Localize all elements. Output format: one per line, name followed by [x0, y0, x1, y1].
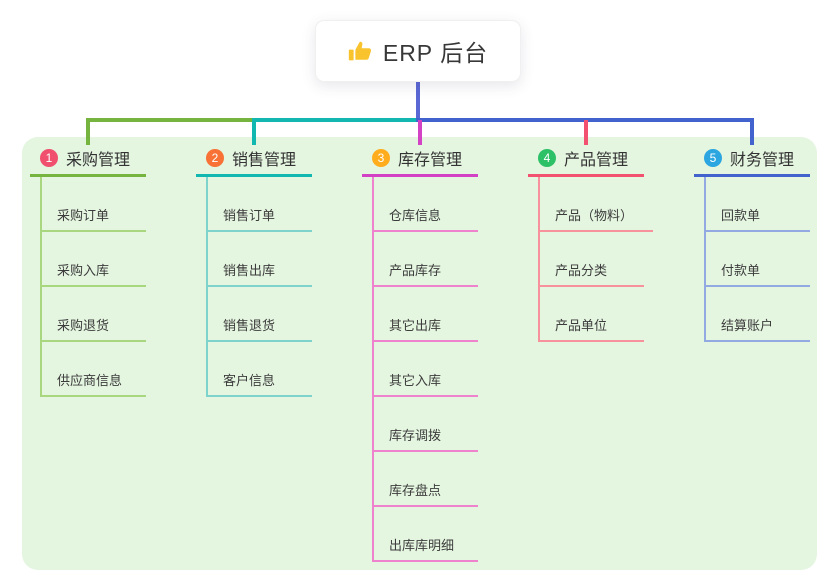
child-label: 产品单位	[555, 318, 608, 333]
child-label: 库存调拨	[389, 428, 442, 443]
branch-children: 产品（物料） 产品分类 产品单位	[538, 177, 654, 342]
branch-children: 采购订单 采购入库 采购退货 供应商信息	[40, 177, 146, 397]
branch-connector-line	[40, 177, 42, 397]
child-node[interactable]: 仓库信息	[372, 177, 478, 232]
child-label: 采购入库	[57, 263, 110, 278]
child-label: 供应商信息	[57, 373, 123, 388]
child-label: 其它出库	[389, 318, 442, 333]
branch-children: 仓库信息 产品库存 其它出库 其它入库 库存调拨 库存盘点 出库库明细	[372, 177, 478, 562]
connector-line	[750, 120, 754, 145]
child-node[interactable]: 销售订单	[206, 177, 312, 232]
branch-number-badge: 2	[206, 148, 224, 167]
branch-connector-line	[538, 177, 540, 342]
child-node[interactable]: 客户信息	[206, 342, 312, 397]
root-node[interactable]: ERP 后台	[315, 20, 521, 82]
child-label: 产品分类	[555, 263, 608, 278]
branch-label: 库存管理	[398, 151, 463, 169]
branch-children: 销售订单 销售出库 销售退货 客户信息	[206, 177, 312, 397]
child-label: 付款单	[721, 263, 761, 278]
thumbs-up-icon	[348, 39, 373, 64]
branch-connector-line	[372, 177, 374, 562]
child-node[interactable]: 结算账户	[704, 287, 810, 342]
child-node[interactable]: 供应商信息	[40, 342, 146, 397]
child-node[interactable]: 产品分类	[538, 232, 644, 287]
child-node[interactable]: 产品单位	[538, 287, 644, 342]
branch-number-badge: 1	[40, 148, 58, 167]
child-node[interactable]: 库存盘点	[372, 452, 478, 507]
child-label: 出库库明细	[389, 538, 455, 553]
child-label: 采购退货	[57, 318, 110, 333]
branch-number-badge: 5	[704, 148, 722, 167]
branch-column: 5 财务管理 回款单 付款单 结算账户	[694, 147, 810, 342]
branch-column: 1 采购管理 采购订单 采购入库 采购退货 供应商信息	[30, 147, 146, 397]
child-node[interactable]: 出库库明细	[372, 507, 478, 562]
connector-line	[416, 82, 420, 120]
branch-connector-line	[704, 177, 706, 342]
child-label: 客户信息	[223, 373, 276, 388]
child-node[interactable]: 其它出库	[372, 287, 478, 342]
connector-line	[252, 118, 420, 122]
connector-line	[86, 120, 90, 145]
child-label: 产品库存	[389, 263, 442, 278]
branch-node[interactable]: 2 销售管理	[196, 147, 312, 177]
branch-number-badge: 4	[538, 148, 556, 167]
child-node[interactable]: 销售退货	[206, 287, 312, 342]
child-node[interactable]: 回款单	[704, 177, 810, 232]
child-node[interactable]: 采购订单	[40, 177, 146, 232]
branch-label: 财务管理	[730, 151, 795, 169]
child-node[interactable]: 产品库存	[372, 232, 478, 287]
branch-label: 采购管理	[66, 151, 131, 169]
child-node[interactable]: 采购入库	[40, 232, 146, 287]
connector-line	[86, 118, 256, 122]
child-node[interactable]: 产品（物料）	[538, 177, 654, 232]
branch-children: 回款单 付款单 结算账户	[704, 177, 810, 342]
child-label: 产品（物料）	[555, 208, 634, 223]
child-label: 回款单	[721, 208, 761, 223]
branch-node[interactable]: 3 库存管理	[362, 147, 478, 177]
branch-number-badge: 3	[372, 148, 390, 167]
child-label: 其它入库	[389, 373, 442, 388]
branch-node[interactable]: 5 财务管理	[694, 147, 810, 177]
child-node[interactable]: 库存调拨	[372, 397, 478, 452]
branch-label: 销售管理	[232, 151, 297, 169]
child-node[interactable]: 销售出库	[206, 232, 312, 287]
child-label: 销售出库	[223, 263, 276, 278]
branch-column: 2 销售管理 销售订单 销售出库 销售退货 客户信息	[196, 147, 312, 397]
branch-label: 产品管理	[564, 151, 629, 169]
branch-node[interactable]: 4 产品管理	[528, 147, 644, 177]
branches-panel	[22, 137, 817, 570]
child-label: 库存盘点	[389, 483, 442, 498]
child-label: 销售订单	[223, 208, 276, 223]
child-label: 仓库信息	[389, 208, 442, 223]
connector-line	[418, 120, 422, 145]
connector-line	[584, 120, 588, 145]
branch-connector-line	[206, 177, 208, 397]
branch-column: 3 库存管理 仓库信息 产品库存 其它出库 其它入库 库存调拨 库存盘点 出库库…	[362, 147, 478, 562]
child-label: 结算账户	[721, 318, 774, 333]
branch-node[interactable]: 1 采购管理	[30, 147, 146, 177]
child-node[interactable]: 采购退货	[40, 287, 146, 342]
branch-column: 4 产品管理 产品（物料） 产品分类 产品单位	[528, 147, 654, 342]
root-title: ERP 后台	[382, 40, 489, 66]
child-node[interactable]: 其它入库	[372, 342, 478, 397]
connector-line	[252, 120, 256, 145]
child-node[interactable]: 付款单	[704, 232, 810, 287]
child-label: 销售退货	[223, 318, 276, 333]
child-label: 采购订单	[57, 208, 110, 223]
